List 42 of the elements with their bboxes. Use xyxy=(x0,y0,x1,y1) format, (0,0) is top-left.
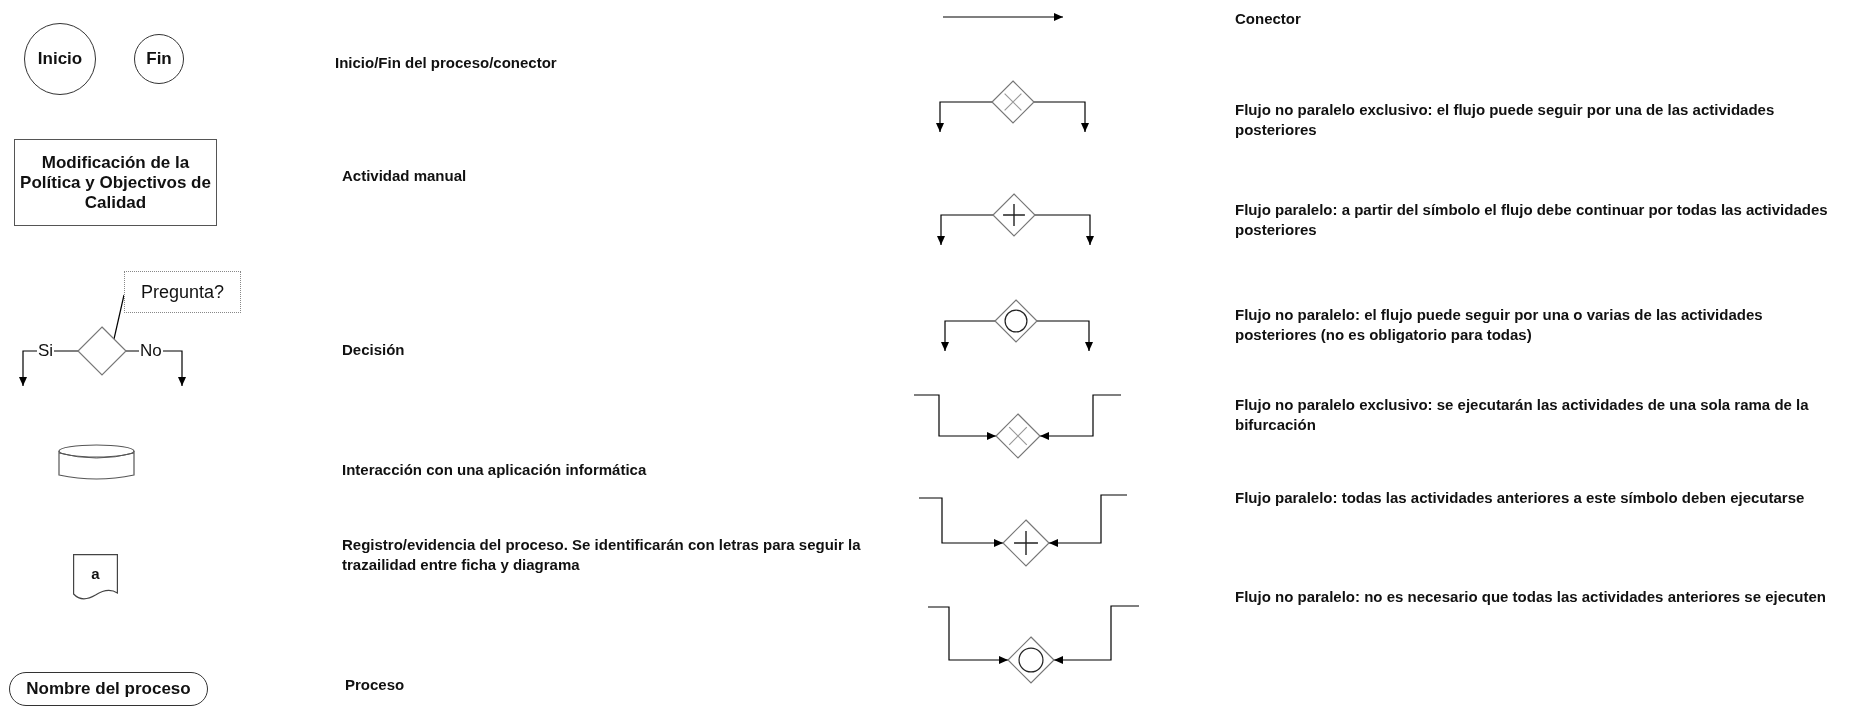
activity-box: Modificación de la Política y Objectivos de Calidad xyxy=(14,139,217,226)
description-text: Actividad manual xyxy=(342,166,467,186)
arrow xyxy=(1048,494,1128,547)
description-text: Proceso xyxy=(345,675,405,695)
arrow xyxy=(1053,605,1140,664)
description-text: Flujo no paralelo exclusivo: se ejecutarán las actividades de una sola rama de la bifurcación xyxy=(1235,395,1810,435)
annotation-box: Pregunta? xyxy=(124,271,241,313)
arrow xyxy=(927,606,1009,664)
description-text: Flujo no paralelo exclusivo: el flujo puede seguir por una de las actividades posteriores xyxy=(1235,100,1776,140)
description-text: Flujo no paralelo: el flujo puede seguir por una o varias de las actividades posteriores (no es obligatorio para todas) xyxy=(1235,305,1764,345)
leader-line xyxy=(113,294,125,340)
document-symbol: a xyxy=(73,554,118,601)
inclusive-gateway-diamond xyxy=(1008,637,1054,683)
decision-diamond xyxy=(78,327,126,375)
terminal-circle: Fin xyxy=(134,34,184,84)
description-text: Flujo paralelo: a partir del símbolo el flujo debe continuar por todas las actividades posteriores xyxy=(1235,200,1829,240)
arrow xyxy=(125,350,186,387)
process-terminator: Nombre del proceso xyxy=(9,672,208,706)
arrow xyxy=(1034,214,1094,246)
exclusive-gateway-diamond xyxy=(992,81,1034,123)
terminal-circle: Inicio xyxy=(24,23,96,95)
arrow xyxy=(918,497,1004,547)
arrow xyxy=(937,214,994,246)
parallel-gateway-diamond xyxy=(993,194,1035,236)
description-text: Decisión xyxy=(342,340,405,360)
arrow xyxy=(1033,101,1089,133)
description-text: Flujo paralelo: todas las actividades anteriores a este símbolo deben ejecutarse xyxy=(1235,488,1805,508)
parallel-gateway-diamond xyxy=(1003,520,1049,566)
exclusive-gateway-diamond xyxy=(996,414,1040,458)
arrow xyxy=(1039,394,1122,440)
description-text: Inicio/Fin del proceso/conector xyxy=(335,53,557,73)
arrow xyxy=(913,394,997,440)
arrow xyxy=(19,350,79,387)
description-text: Interacción con una aplicación informática xyxy=(342,460,647,480)
inclusive-gateway-diamond xyxy=(995,300,1037,342)
arrow xyxy=(1036,320,1093,352)
arrow xyxy=(941,320,996,352)
legend-text: Conector xyxy=(1235,9,1301,29)
arrow xyxy=(936,101,993,133)
database-cylinder xyxy=(58,443,135,481)
description-text: Registro/evidencia del proceso. Se identificarán con letras para seguir la trazailidad entre ficha y diagrama xyxy=(342,535,862,575)
description-text: Flujo no paralelo: no es necesario que todas las actividades anteriores se ejecuten xyxy=(1235,587,1827,607)
